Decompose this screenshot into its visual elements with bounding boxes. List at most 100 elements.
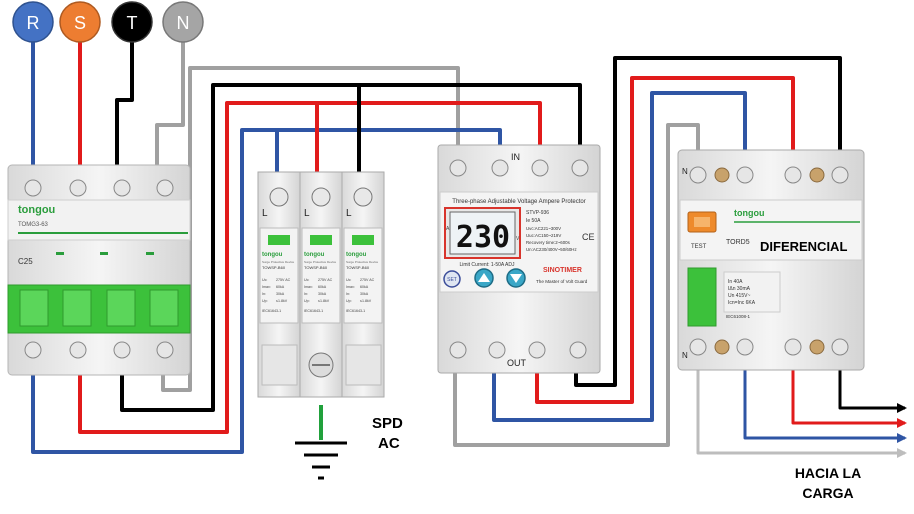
protector-ce-mark: CE [582,232,595,242]
wire-n-to-load [696,363,907,458]
phase-s-circle: S [59,1,101,43]
breaker-top-terminals [24,179,174,197]
differential-lever-face[interactable] [687,267,717,327]
spd-brand: tongou [262,252,283,258]
differential-model: TORD5 [726,239,750,246]
phase-n-circle: N [162,1,204,43]
spd-desc: Surge Protective Device [304,260,337,264]
terminal-screw-icon [736,338,754,356]
protector-set-button[interactable]: SET [443,270,461,288]
spd-spec: Imax: [346,285,355,289]
breaker-lever[interactable] [62,289,92,327]
spd-spec: Uc: [304,278,309,282]
terminal-screw-icon [736,166,754,184]
differential-brand: tongou [734,208,765,218]
output-caption-2: CARGA [802,485,853,501]
spd-standard: IEC61643-1 [262,309,281,313]
terminal-screw-icon [714,339,730,355]
differential-bottom-terminals [689,338,849,356]
protector-lcd-left-unit: A [446,226,450,232]
ground-icon [295,441,347,480]
terminal-screw-icon [113,341,131,359]
spd-spec: 30kA [318,292,327,296]
terminal-screw-icon [831,166,849,184]
spd-spec: 275V AC [276,278,291,282]
breaker-indicators [56,252,154,255]
spd-status-window [352,235,374,245]
phase-n-label: N [177,13,190,33]
breaker-model: TOMG3-63 [18,222,49,228]
spd-status-window [268,235,290,245]
differential-title: DIFERENCIAL [760,239,847,254]
spd-brand: tongou [346,252,367,258]
wire-t-to-protector [120,83,582,412]
phase-t-label: T [127,13,138,33]
spd-spec: 275V AC [318,278,333,282]
protector-up-button[interactable] [474,268,494,288]
spd-spec: Uc: [346,278,351,282]
breaker-lever[interactable] [149,289,179,327]
spd-spec: Uc: [262,278,267,282]
wire-t-to-load [838,363,907,413]
protector-model: STVP-936 [526,210,549,216]
breaker-toggle[interactable] [7,284,191,334]
phase-t-fill [111,1,153,43]
spd-spec: 30kA [276,292,285,296]
protector-lcd-readout: 230 [456,220,510,255]
terminal-screw-icon [784,166,802,184]
phase-r-fill [12,1,54,43]
spd-brand: tongou [304,252,325,258]
breaker-lever[interactable] [19,289,49,327]
terminal-screw-icon [113,179,131,197]
spd-terminal-label: L [304,208,310,219]
differential-standard: IEC61008-1 [726,314,751,319]
terminal-screw-icon [69,179,87,197]
protector-spec: Recovery time:2~600s [526,240,571,245]
protector-spec: Uuc:AC150~219V [526,233,561,238]
phase-t-circle: T [111,1,153,43]
spd-device: L tongou Surge Protective Device TOWSP-B… [257,171,403,452]
breaker-lever[interactable] [106,289,136,327]
breaker-brand: tongou [18,204,55,216]
phase-s-label: S [74,13,86,33]
protector-bottom-terminals [449,341,587,359]
differential-test-button[interactable] [687,211,717,233]
terminal-screw-icon [809,339,825,355]
terminal-screw-icon [24,179,42,197]
terminal-screw-icon [531,159,549,177]
spd-caption-2: AC [378,435,400,452]
wire-s-to-load [791,363,907,428]
terminal-screw-icon [528,341,546,359]
protector-current: Ie 50A [526,218,541,224]
spd-spec: Up: [346,299,352,303]
terminal-screw-icon [571,159,589,177]
protector-brand: SINOTIMER [543,267,582,274]
terminal-screw-icon [689,338,707,356]
phase-s-fill [59,1,101,43]
wire-r-to-differential [492,91,747,422]
terminal-screw-icon [809,167,825,183]
spd-desc: Surge Protective Device [346,260,379,264]
terminal-screw-icon [784,338,802,356]
spd-model: TOWSP-B60 [346,265,370,270]
output-caption-1: HACIA LA [795,465,861,481]
protector-down-button[interactable] [506,268,526,288]
spd-status-window [310,235,332,245]
spd-spec: Up: [304,299,310,303]
phase-r-label: R [27,13,40,33]
wire-n-to-differential [453,123,700,447]
breaker-bottom-terminals [24,341,174,359]
spd-terminal-label: L [346,208,352,219]
spd-spec: Up: [262,299,268,303]
differential-lever[interactable] [687,267,717,327]
protector-spec: Un:AC230/400V~50/60Hz [526,247,577,252]
spd-spec: 60kA [360,285,369,289]
protector-slogan: The Master of Volt Guard [536,279,588,284]
protector-set-button-face[interactable] [443,270,461,288]
breaker-rating: C25 [18,257,33,266]
terminal-screw-icon [491,159,509,177]
protector-limit-text: Limit Current: 1-50A ADJ [459,262,515,268]
wire-t-to-differential [574,56,842,387]
spd-model: TOWSP-B60 [262,265,286,270]
spd-module-3: L tongou Surge Protective Device TOWSP-B… [341,171,385,398]
